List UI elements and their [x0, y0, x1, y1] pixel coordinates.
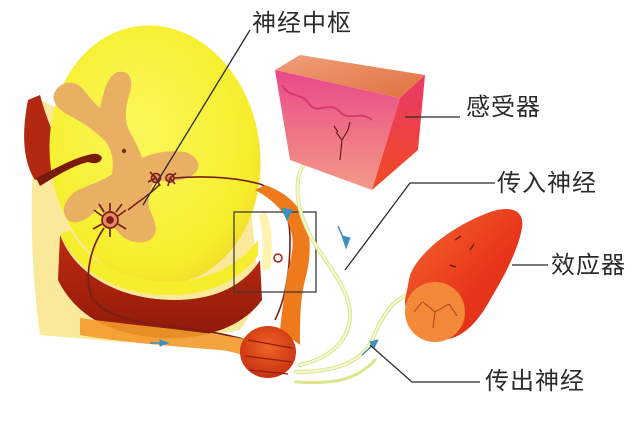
receptor-skin-block [275, 55, 425, 190]
label-nerve-center: 神经中枢 [252, 9, 352, 37]
leader-efferent [369, 344, 480, 383]
afferent-nerve [295, 151, 353, 367]
motor-neuron [87, 203, 269, 349]
direction-arrows [150, 207, 379, 356]
leader-lines [142, 29, 548, 383]
label-effector: 效应器 [551, 251, 626, 279]
label-efferent-nerve: 传出神经 [485, 367, 585, 395]
effector-muscle [405, 208, 523, 342]
leader-center [142, 29, 251, 206]
spinal-cord [24, 25, 291, 349]
label-receptor: 感受器 [466, 93, 541, 121]
leader-afferent [344, 182, 495, 271]
highlight-box [233, 211, 317, 293]
nerve-roots [80, 185, 310, 378]
label-afferent-nerve: 传入神经 [497, 169, 597, 197]
